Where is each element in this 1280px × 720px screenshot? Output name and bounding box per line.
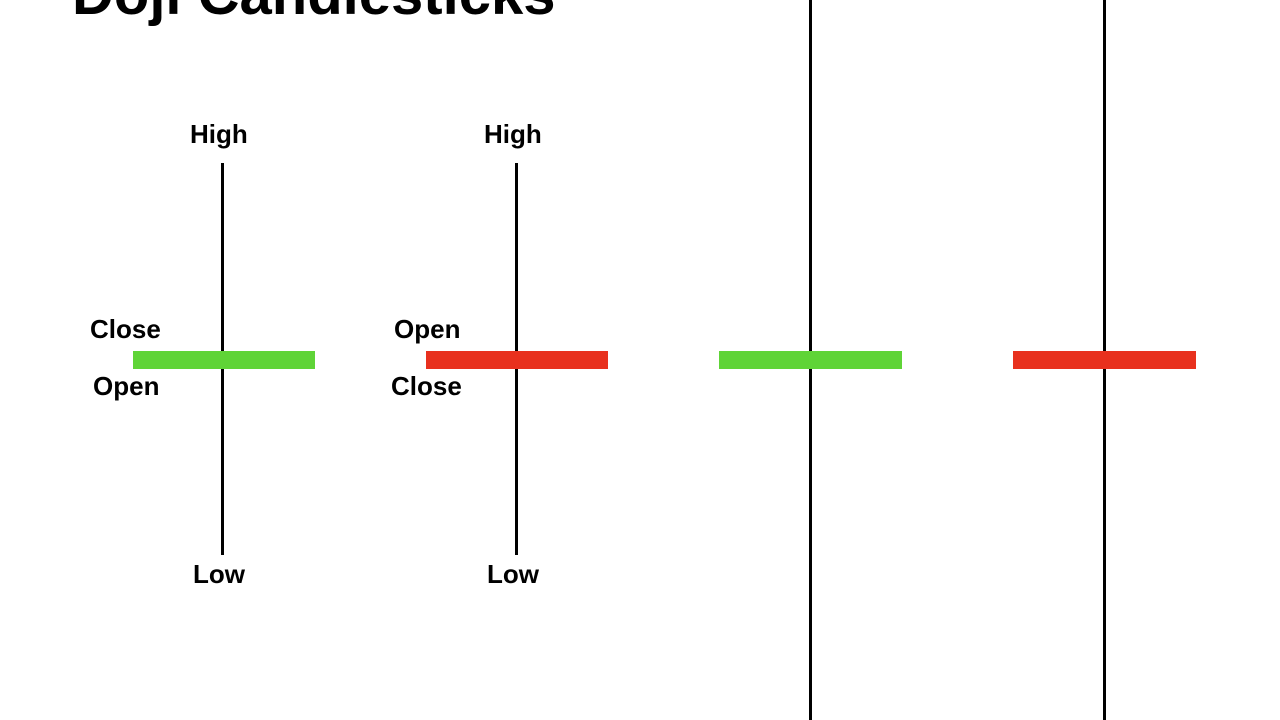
high-label: High bbox=[190, 119, 248, 149]
open-label: Open bbox=[93, 371, 160, 401]
low-label: Low bbox=[487, 559, 539, 589]
page-title: Doji Candlesticks bbox=[72, 0, 555, 24]
candle-body-bearish bbox=[1013, 351, 1196, 369]
close-label: Close bbox=[391, 371, 462, 401]
low-label: Low bbox=[193, 559, 245, 589]
open-label: Open bbox=[394, 314, 461, 344]
high-label: High bbox=[484, 119, 542, 149]
candle-body-bullish bbox=[133, 351, 315, 369]
candle-body-bearish bbox=[426, 351, 608, 369]
close-label: Close bbox=[90, 314, 161, 344]
candle-body-bullish bbox=[719, 351, 902, 369]
